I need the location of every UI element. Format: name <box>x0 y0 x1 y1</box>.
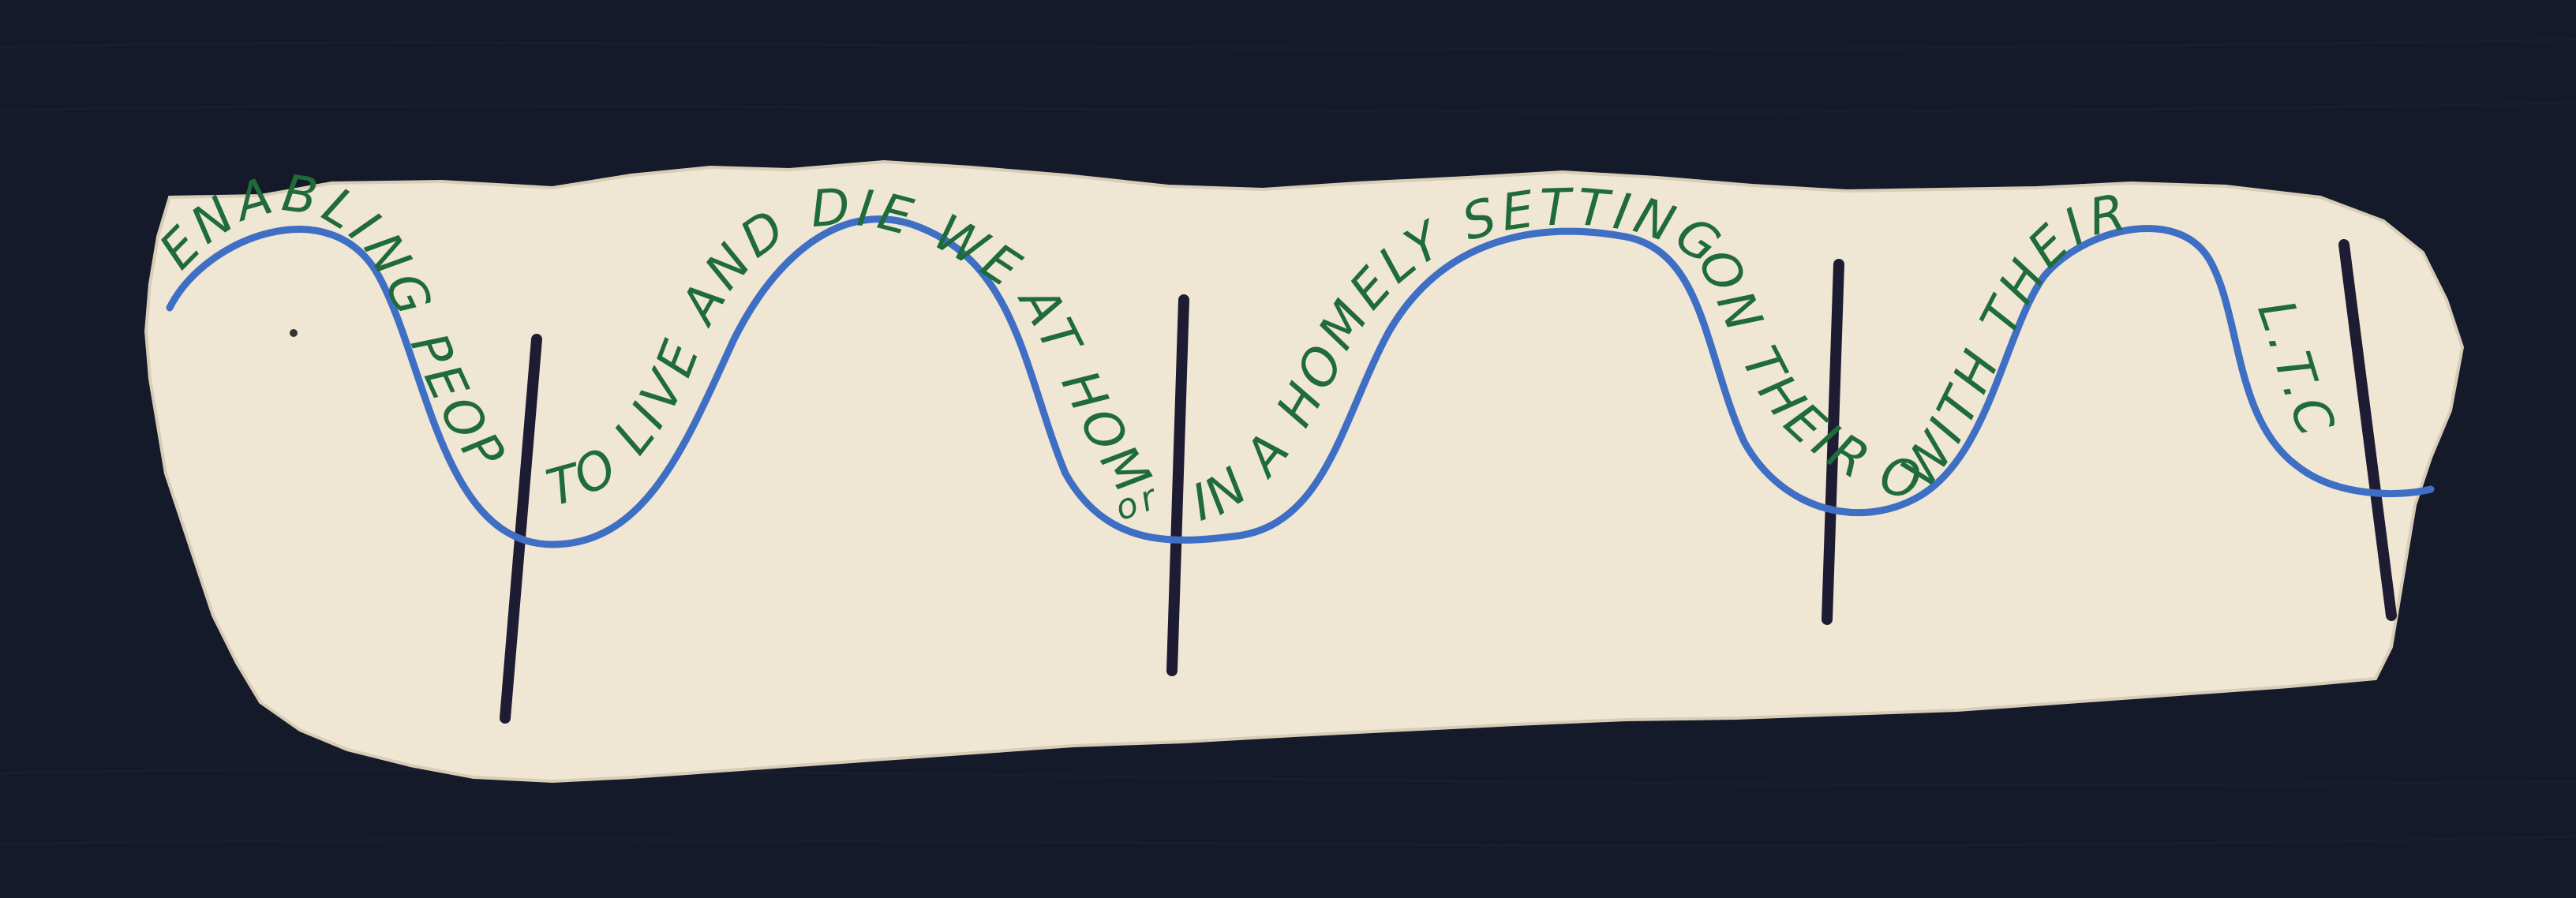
divider-line-2 <box>1166 294 1189 676</box>
blue-wave-line <box>166 215 2435 548</box>
divider-line-4 <box>2338 239 2397 621</box>
ink-dot <box>290 329 298 337</box>
divider-line-1 <box>500 334 542 724</box>
divider-line-3 <box>1822 259 1844 625</box>
wood-grain <box>0 38 2576 847</box>
torn-paper-strip <box>144 159 2465 784</box>
